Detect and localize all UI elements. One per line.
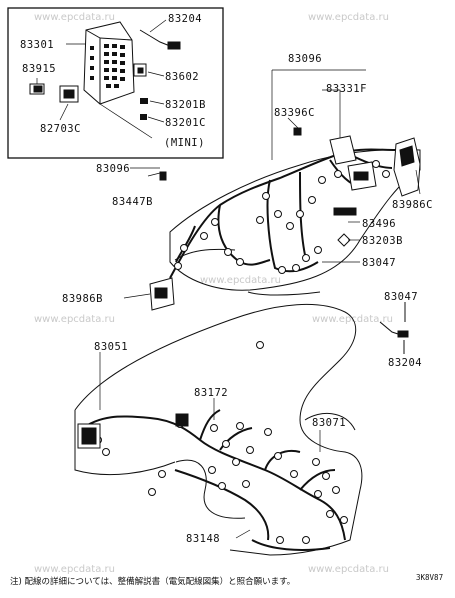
junction-block-icon xyxy=(83,21,135,105)
leader-lines xyxy=(99,352,321,539)
inset-panel: 83204 83301 83602 83915 83201B 83201C 82… xyxy=(7,7,224,159)
part-label-83172: 83172 xyxy=(194,387,228,399)
connector-nodes xyxy=(174,160,390,274)
part-label-83047-detail: 83047 xyxy=(384,291,418,303)
part-label-83071: 83071 xyxy=(312,417,346,429)
watermark: www.epcdata.ru xyxy=(34,564,115,575)
part-label-83096: 83096 xyxy=(96,163,130,175)
watermark: www.epcdata.ru xyxy=(200,275,281,286)
part-label-83986c: 83986C xyxy=(392,199,433,211)
part-label-83051: 83051 xyxy=(94,341,128,353)
part-label-83203b: 83203B xyxy=(362,235,403,247)
part-label-83096: 83096 xyxy=(288,53,322,65)
control-unit-icon xyxy=(329,135,377,191)
sensor-icon xyxy=(379,302,409,354)
leader-lines xyxy=(123,69,421,299)
connector-icon xyxy=(159,127,357,247)
part-label-82703c: 82703C xyxy=(40,123,81,135)
connector-icon xyxy=(59,85,79,103)
part-label-83331f: 83331F xyxy=(326,83,367,95)
part-label-83496: 83496 xyxy=(362,218,396,230)
part-label-83047: 83047 xyxy=(362,257,396,269)
watermark: www.epcdata.ru xyxy=(34,314,115,325)
fuse-icon xyxy=(140,98,148,120)
watermark: www.epcdata.ru xyxy=(308,564,389,575)
part-label-83148: 83148 xyxy=(186,533,220,545)
connector-icon xyxy=(77,413,189,449)
watermark: www.epcdata.ru xyxy=(34,12,115,23)
floor-outline xyxy=(74,304,363,556)
part-label-83201b: 83201B xyxy=(165,99,206,111)
relay-icon xyxy=(133,63,147,77)
part-label-83301: 83301 xyxy=(20,39,54,51)
part-label-83915: 83915 xyxy=(22,63,56,75)
mini-label: (MINI) xyxy=(164,137,205,149)
relay-icon xyxy=(393,137,421,197)
part-label-83986b: 83986B xyxy=(62,293,103,305)
part-label-83602: 83602 xyxy=(165,71,199,83)
part-label-83447b: 83447B xyxy=(112,196,153,208)
connector-icon xyxy=(29,83,45,95)
watermark: www.epcdata.ru xyxy=(312,314,393,325)
diagram-code: 3K8V87 xyxy=(416,573,443,582)
part-label-83396c: 83396C xyxy=(274,107,315,119)
sensor-icon xyxy=(139,29,181,50)
part-label-83204-detail: 83204 xyxy=(388,357,422,369)
relay-icon xyxy=(149,277,175,311)
watermark: www.epcdata.ru xyxy=(308,12,389,23)
footnote: 注) 配線の詳細については、整備解説書（電気配線図集）と照合願います。 xyxy=(10,576,295,587)
part-label-83201c: 83201C xyxy=(165,117,206,129)
part-label-83204: 83204 xyxy=(168,13,202,25)
